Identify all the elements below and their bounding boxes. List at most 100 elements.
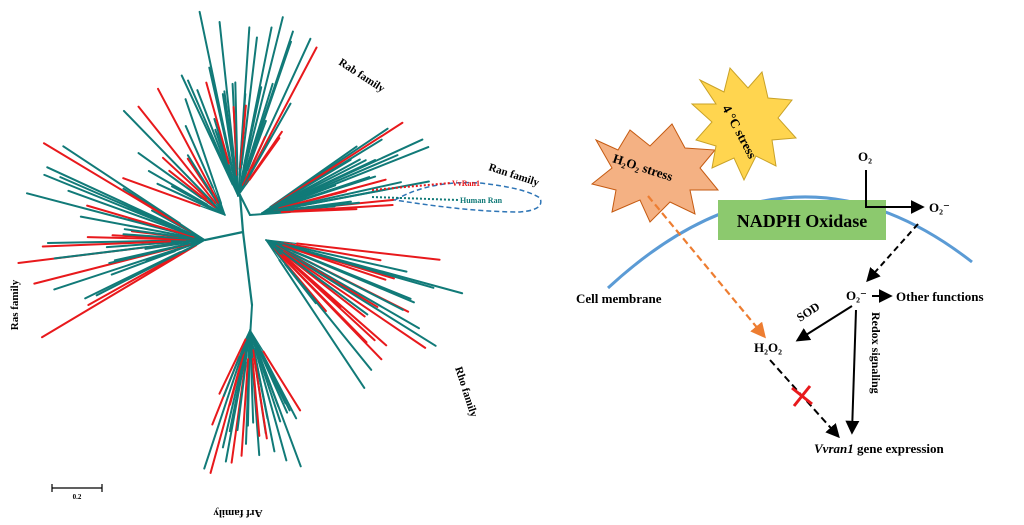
- tree-branch-arf: [244, 339, 251, 445]
- tree-branch-rab: [196, 89, 233, 182]
- tree-branch-ras: [53, 246, 183, 291]
- tree-branch-ran-rab: [281, 158, 361, 203]
- o2-label: O₂: [858, 149, 872, 164]
- tree-branch-rab: [205, 81, 230, 165]
- tree-branch-ras: [46, 166, 181, 230]
- tree-branch-rho: [289, 254, 437, 347]
- tree-branch-arf: [244, 329, 251, 341]
- tree-branch-ran-rab: [281, 177, 368, 208]
- tree-branch-rab: [247, 40, 292, 167]
- tree-branch-ras: [123, 228, 194, 240]
- tree-branch-ras: [43, 173, 189, 234]
- tree-branch-rab: [240, 36, 258, 166]
- nadph-oxidase-label: NADPH Oxidase: [737, 211, 868, 231]
- tree-branch-ran-rab: [270, 158, 352, 209]
- tree-branch-rho: [280, 250, 369, 316]
- tree-branch-arf: [203, 344, 246, 470]
- tree-branches: [17, 10, 464, 474]
- tree-branch-ran-rab: [261, 211, 283, 214]
- tree-branch-rab: [239, 104, 247, 169]
- tree-branch-ras-upper: [184, 98, 222, 205]
- tree-branch-rho: [276, 244, 404, 311]
- tree-branch-rho: [283, 242, 382, 262]
- tree-branch-rho: [296, 242, 441, 261]
- redox-signaling-arrow: [845, 309, 860, 435]
- tree-branch-arf: [254, 357, 269, 420]
- tree-branch-arf: [240, 358, 250, 457]
- tree-branch-arf: [221, 340, 249, 449]
- tree-branch-rho: [282, 250, 427, 349]
- tree-branch-rab: [234, 81, 239, 170]
- tree-branch-ran-rab: [272, 159, 367, 209]
- tree-branch-arf: [258, 349, 289, 414]
- tree-branch-rho: [280, 254, 368, 344]
- tree-branch-rab: [251, 46, 318, 170]
- tree-branch-rab: [248, 137, 281, 181]
- tree-trunk: [203, 230, 245, 242]
- tree-branch-ras-upper: [137, 105, 217, 204]
- tree-branch-ras: [84, 251, 182, 300]
- vvran1-branch: [371, 182, 451, 191]
- tree-branch-arf: [251, 357, 261, 437]
- rho-family-label: Rho family: [452, 365, 480, 419]
- h2o2-stress-arrow: [647, 195, 766, 339]
- tree-branch-rho: [280, 242, 408, 273]
- tree-branch-ras-upper: [220, 202, 226, 216]
- tree-branch-ran-rab: [271, 121, 404, 208]
- sod-arrow: [795, 305, 853, 342]
- tree-branch-rho: [282, 244, 387, 281]
- tree-branch-rho: [278, 259, 366, 389]
- tree-branch-rho: [288, 245, 435, 289]
- tree-branch-ras-upper: [137, 152, 203, 200]
- tree-branch-ras-upper: [186, 154, 214, 196]
- phylogenetic-tree: VvRan1 Human Ran Rab family Ran family R…: [9, 10, 542, 519]
- tree-branch-arf: [209, 353, 245, 474]
- tree-branch-ras: [46, 239, 179, 244]
- cell-membrane-label: Cell membrane: [576, 291, 662, 306]
- tree-branch-rab: [217, 131, 230, 166]
- tree-branch-ran-rab: [272, 205, 336, 213]
- tree-branch-ras-upper: [147, 169, 209, 206]
- tree-branch-rab: [198, 10, 235, 177]
- rab-family-label: Rab family: [336, 56, 387, 95]
- tree-branch-arf: [262, 350, 302, 412]
- tree-branch-ras-upper: [122, 109, 213, 203]
- tree-branch-rab: [242, 136, 266, 187]
- o2-to-o2-radical-arrow: [865, 170, 925, 214]
- tree-branch-ras: [129, 193, 181, 226]
- tree-branch-ras-upper: [156, 87, 220, 204]
- tree-branch-ras-upper: [122, 177, 201, 207]
- o2-radical-transport-arrow: [866, 223, 919, 283]
- tree-branch-rho: [277, 244, 412, 300]
- tree-trunk: [238, 193, 245, 234]
- signaling-pathway: NADPH Oxidase H₂O₂ stress 4 °C stress O₂…: [576, 66, 984, 456]
- o2-radical-label-top: O₂⁻: [929, 200, 950, 215]
- tree-branch-ras: [122, 233, 190, 240]
- tree-branch-rab: [242, 86, 263, 171]
- tree-branch-ras: [87, 251, 184, 306]
- h2o2-label: H₂O₂: [754, 340, 782, 355]
- ras-family-label: Ras family: [9, 279, 21, 330]
- other-functions-label: Other functions: [896, 289, 984, 304]
- tree-branch-ras: [113, 242, 189, 262]
- tree-branch-ran-rab: [278, 178, 387, 210]
- blocked-cross-icon: [791, 385, 813, 407]
- tree-branch-arf: [236, 361, 247, 432]
- arf-family-label: Arf family: [213, 507, 263, 519]
- tree-branch-ras: [41, 240, 172, 248]
- tree-branch-rab: [187, 79, 235, 187]
- tree-branch-ras-upper: [186, 157, 210, 191]
- tree-branch-ras: [105, 241, 176, 249]
- tree-branch-ras: [59, 176, 177, 228]
- nadph-oxidase-box: [718, 200, 886, 240]
- tree-branch-arf: [254, 349, 288, 462]
- tree-branch-rab: [237, 179, 251, 197]
- tree-branch-ras: [53, 241, 183, 260]
- tree-branch-ras-upper: [156, 182, 214, 211]
- tree-branch-arf: [252, 349, 268, 440]
- cold-stress-burst: [690, 66, 798, 182]
- tree-branch-ras: [62, 145, 181, 225]
- tree-branch-ras: [40, 244, 198, 339]
- human-ran-label: Human Ran: [460, 196, 503, 205]
